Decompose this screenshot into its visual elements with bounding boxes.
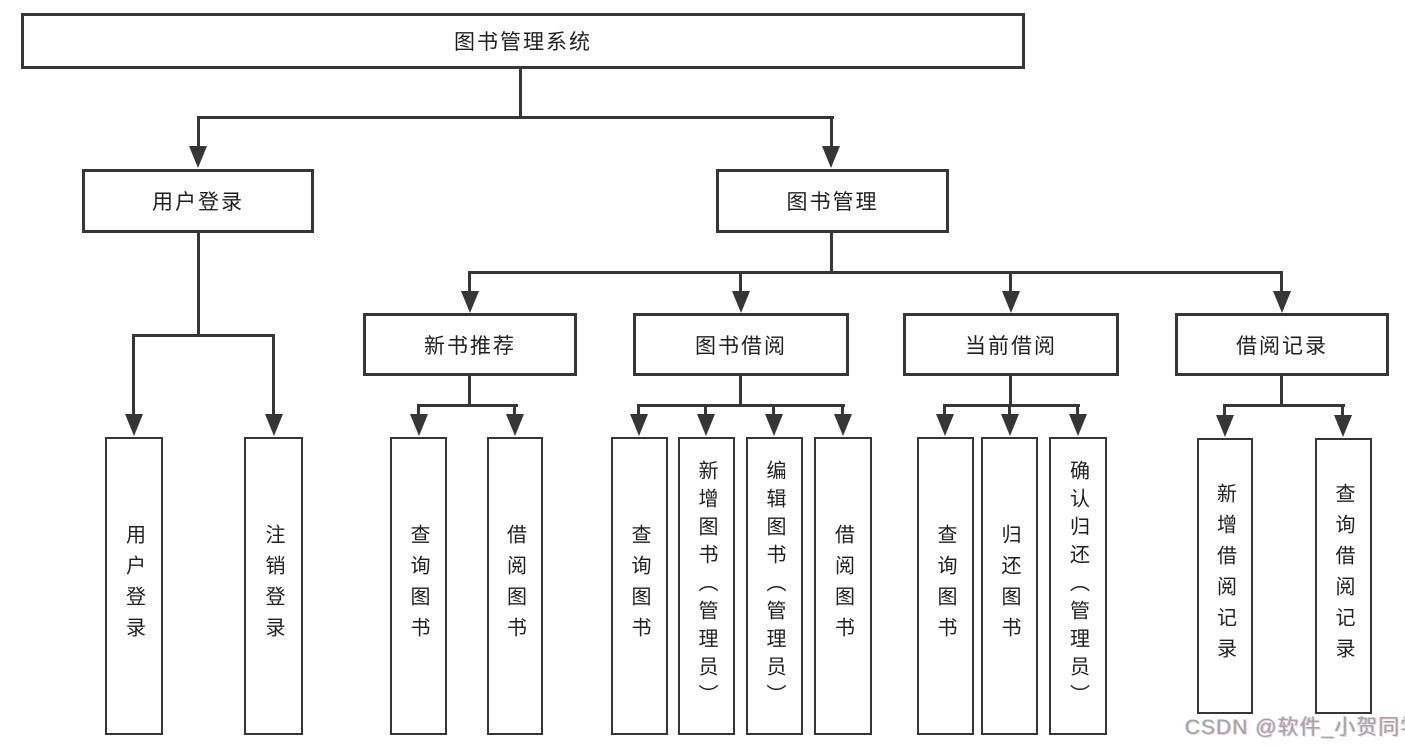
leaf-cur-query-book: 查询图书: [917, 437, 974, 735]
connector-user-login-stem: [197, 118, 200, 148]
connector-mgmt-rail: [468, 271, 1283, 274]
connector-rec-query-stem: [417, 406, 420, 416]
node-user-login-label: 用户登录: [152, 191, 244, 214]
arrowhead-user-login: [189, 146, 207, 168]
connector-br-add-stem: [1223, 406, 1226, 417]
node-book-mgmt: 图书管理: [716, 169, 949, 233]
arrowhead-bb-edit: [765, 414, 783, 436]
node-current-borrow-label: 当前借阅: [965, 334, 1057, 358]
connector-mgmt-stem: [830, 232, 833, 274]
leaf-bb-query-book: 查询图书: [611, 437, 668, 735]
connector-cur-query-stem: [943, 406, 946, 416]
node-book-mgmt-label: 图书管理: [786, 191, 879, 214]
leaf-br-query-record: 查询借阅记录: [1315, 438, 1372, 714]
connector-user-sub-rail: [132, 334, 275, 337]
node-borrow-records-label: 借阅记录: [1236, 334, 1328, 358]
connector-leaf-logout-stem: [272, 336, 275, 416]
leaf-rec-borrow-book: 借阅图书: [487, 437, 543, 735]
node-borrow-records: 借阅记录: [1175, 313, 1389, 376]
node-new-book-rec: 新书推荐: [363, 313, 577, 376]
arrowhead-leaf-logout: [265, 414, 283, 436]
arrowhead-new-rec: [461, 291, 479, 313]
leaf-user-login-label: 用户登录: [122, 524, 145, 648]
arrowhead-bb-query: [630, 414, 648, 436]
node-root-label: 图书管理系统: [454, 31, 592, 54]
arrowhead-rec-query: [410, 414, 428, 436]
connector-br-sub-stem: [1280, 376, 1283, 406]
node-user-login: 用户登录: [82, 169, 314, 233]
leaf-cur-confirm-return: 确认归还（管理员）: [1049, 437, 1107, 735]
connector-bb-add-stem: [704, 406, 707, 416]
leaf-cur-confirm-return-label: 确认归还（管理员）: [1066, 460, 1089, 712]
leaf-br-add-record: 新增借阅记录: [1197, 438, 1253, 714]
leaf-bb-add-book: 新增图书（管理员）: [678, 437, 735, 735]
node-new-book-rec-label: 新书推荐: [424, 334, 516, 358]
connector-new-rec-stem: [468, 273, 471, 293]
leaf-br-add-record-label: 新增借阅记录: [1213, 483, 1236, 669]
leaf-cur-return-book: 归还图书: [981, 437, 1038, 735]
connector-bb-sub-stem: [739, 376, 742, 406]
leaf-bb-borrow-book-label: 借阅图书: [831, 524, 854, 648]
arrowhead-cur-return: [1001, 414, 1019, 436]
connector-leaf-login-stem: [132, 336, 135, 416]
node-book-borrow-label: 图书借阅: [695, 334, 787, 358]
leaf-logout: 注销登录: [244, 437, 303, 735]
arrowhead-cur-query: [936, 414, 954, 436]
connector-borrow-stem: [739, 273, 742, 293]
connector-rec-sub-stem: [468, 376, 471, 406]
connector-rec-sub-rail: [417, 404, 518, 407]
leaf-cur-return-book-label: 归还图书: [998, 524, 1020, 648]
connector-bb-sub-rail: [637, 404, 845, 407]
leaf-bb-borrow-book: 借阅图书: [814, 437, 872, 735]
leaf-cur-query-book-label: 查询图书: [934, 524, 956, 648]
connector-root-rail: [197, 116, 834, 119]
connector-bb-query-stem: [637, 406, 640, 416]
arrowhead-book-mgmt: [822, 146, 840, 168]
leaf-bb-add-book-label: 新增图书（管理员）: [695, 460, 717, 712]
arrowhead-bb-add: [697, 414, 715, 436]
arrowhead-br-query: [1334, 415, 1352, 437]
node-book-borrow: 图书借阅: [633, 313, 849, 376]
connector-cur-return-stem: [1008, 406, 1011, 416]
connector-root-stem: [519, 68, 522, 118]
node-current-borrow: 当前借阅: [903, 313, 1119, 376]
connector-book-mgmt-stem: [830, 118, 833, 148]
connector-br-query-stem: [1341, 406, 1344, 417]
connector-cur-sub-stem: [1009, 376, 1012, 406]
connector-records-stem: [1280, 273, 1283, 293]
connector-bb-borrow-stem: [841, 406, 844, 416]
arrowhead-bb-borrow: [834, 414, 852, 436]
arrowhead-borrow: [732, 291, 750, 313]
leaf-br-query-record-label: 查询借阅记录: [1332, 483, 1354, 669]
connector-br-sub-rail: [1223, 404, 1345, 407]
leaf-bb-edit-book-label: 编辑图书（管理员）: [763, 460, 785, 712]
leaf-user-login: 用户登录: [105, 437, 163, 735]
connector-cur-sub-rail: [943, 404, 1080, 407]
arrowhead-br-add: [1216, 415, 1234, 437]
connector-current-stem: [1009, 273, 1012, 293]
arrowhead-cur-confirm: [1069, 414, 1087, 436]
connector-rec-borrow-stem: [513, 406, 516, 416]
arrowhead-records: [1273, 291, 1291, 313]
arrowhead-current: [1002, 291, 1020, 313]
csdn-watermark: CSDN @软件_小贺同学: [1185, 716, 1405, 739]
arrowhead-rec-borrow: [506, 414, 524, 436]
leaf-bb-query-book-label: 查询图书: [628, 524, 650, 648]
connector-user-sub-stem: [197, 232, 200, 336]
connector-bb-edit-stem: [772, 406, 775, 416]
node-root: 图书管理系统: [21, 13, 1025, 69]
leaf-rec-query-book-label: 查询图书: [407, 524, 429, 648]
leaf-rec-query-book: 查询图书: [390, 437, 447, 735]
leaf-logout-label: 注销登录: [262, 524, 284, 648]
leaf-rec-borrow-book-label: 借阅图书: [503, 524, 526, 648]
leaf-bb-edit-book: 编辑图书（管理员）: [746, 437, 803, 735]
connector-cur-confirm-stem: [1076, 406, 1079, 416]
arrowhead-leaf-login: [125, 414, 143, 436]
